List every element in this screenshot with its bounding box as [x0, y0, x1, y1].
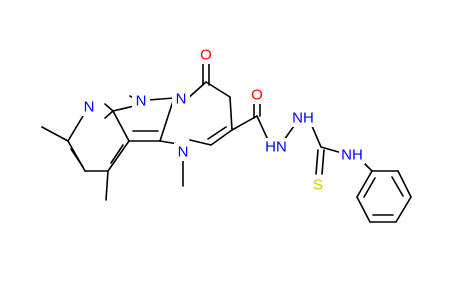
atom-s-thio: S	[313, 177, 323, 194]
atom-bg-n-pyrazole	[132, 92, 150, 110]
atom-n-methyl: N	[178, 144, 189, 161]
atom-bg-o-ring	[197, 46, 215, 64]
atom-bg-o-amide	[248, 86, 266, 104]
atom-o-amide: O	[251, 87, 263, 104]
atom-bg-n-pyridine	[80, 98, 98, 116]
atom-n-pyrazole: N	[136, 93, 147, 110]
atom-n-bridge: N	[176, 91, 187, 108]
atom-bg-hn-hydrazide	[263, 138, 289, 156]
atom-bg-n-bridge	[172, 90, 190, 108]
atom-o-ring: O	[200, 47, 212, 64]
atom-bg-s-thio	[309, 176, 327, 194]
atom-bg-nh-anilino	[339, 146, 365, 164]
atom-bg-nh-hydrazide	[290, 109, 316, 127]
atom-hn-hydrazide: HN	[265, 139, 287, 156]
atom-bg-n-methyl	[174, 143, 192, 161]
atom-nh-hydrazide: NH	[292, 110, 314, 127]
atom-nh-anilino: NH	[341, 147, 363, 164]
atom-n-pyridine: N	[84, 99, 95, 116]
atom-labels: N N N N O O HN NH NH S	[80, 46, 365, 194]
bond-lines	[41, 62, 412, 223]
